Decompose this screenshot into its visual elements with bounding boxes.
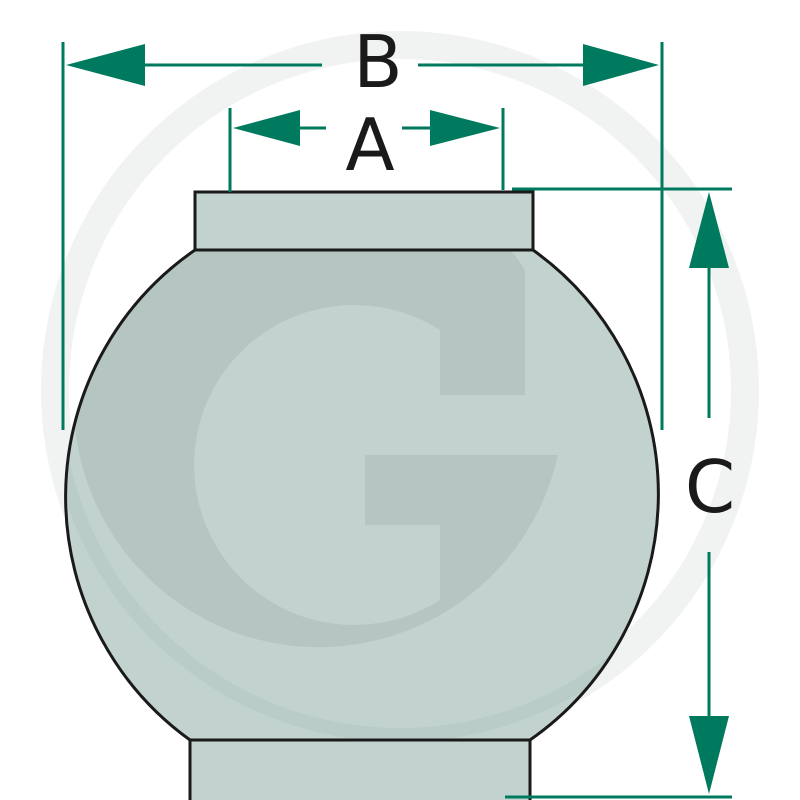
label-b: B xyxy=(353,20,402,104)
ball-outline-left xyxy=(64,248,196,742)
arrowhead-c-top xyxy=(689,192,729,268)
top-flat-band xyxy=(193,190,535,252)
arrowhead-b-left xyxy=(66,44,145,86)
dimension-b xyxy=(66,44,659,86)
dimension-c xyxy=(689,192,729,794)
bottom-flat-band xyxy=(188,738,532,800)
label-a: A xyxy=(345,103,394,187)
arrowhead-b-right xyxy=(583,44,659,86)
label-c: C xyxy=(685,445,735,529)
dimension-a xyxy=(233,110,500,146)
arrowhead-a-right xyxy=(430,110,500,146)
watermark-logo xyxy=(65,250,659,740)
arrowhead-c-bottom xyxy=(689,716,729,794)
ball-outline-right xyxy=(529,248,660,742)
arrowhead-a-left xyxy=(233,110,300,146)
